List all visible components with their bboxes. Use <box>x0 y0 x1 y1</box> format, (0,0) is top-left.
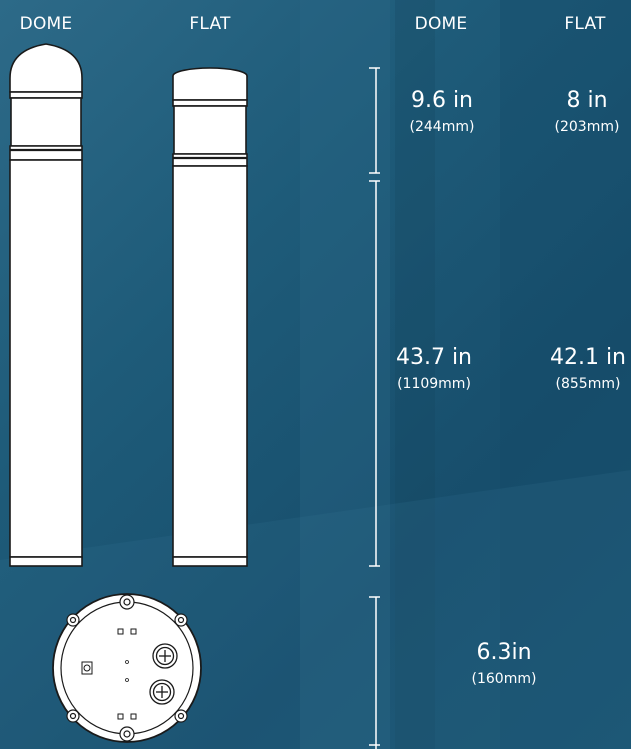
dome-cap-sleeve <box>10 97 82 147</box>
dimension-lines <box>369 67 380 749</box>
dome-cap-ring <box>9 91 83 99</box>
flat-bollard <box>172 67 248 567</box>
header-flat-right: FLAT <box>564 14 606 34</box>
dome-post-base <box>9 556 83 567</box>
body-dome-metric: (1109mm) <box>397 376 471 392</box>
flat-post <box>172 165 248 558</box>
dome-post <box>9 159 83 558</box>
body-flat-value: 42.1 in <box>549 345 627 370</box>
flat-cap-ring <box>172 99 248 107</box>
body-dome-value: 43.7 in <box>395 345 473 370</box>
flat-cap-sleeve <box>173 105 247 155</box>
cap-flat-value: 8 in <box>566 88 608 113</box>
base-metric: (160mm) <box>471 671 537 687</box>
flat-cap-rim <box>172 76 248 101</box>
flat-collar <box>172 153 248 167</box>
header-dome-right: DOME <box>414 14 468 34</box>
base-plate-inner <box>60 601 194 735</box>
base-plate-diagram <box>52 593 202 743</box>
cap-dome-metric: (244mm) <box>409 119 475 135</box>
header-flat-left: FLAT <box>189 14 231 34</box>
dome-cap-top <box>9 43 83 93</box>
flat-post-base <box>172 556 248 567</box>
cap-dome-value: 9.6 in <box>410 88 474 113</box>
dome-collar <box>9 145 83 161</box>
base-value: 6.3in <box>476 640 532 665</box>
body-flat-metric: (855mm) <box>555 376 621 392</box>
header-dome-left: DOME <box>19 14 73 34</box>
cap-flat-metric: (203mm) <box>554 119 620 135</box>
dome-bollard <box>9 43 83 567</box>
